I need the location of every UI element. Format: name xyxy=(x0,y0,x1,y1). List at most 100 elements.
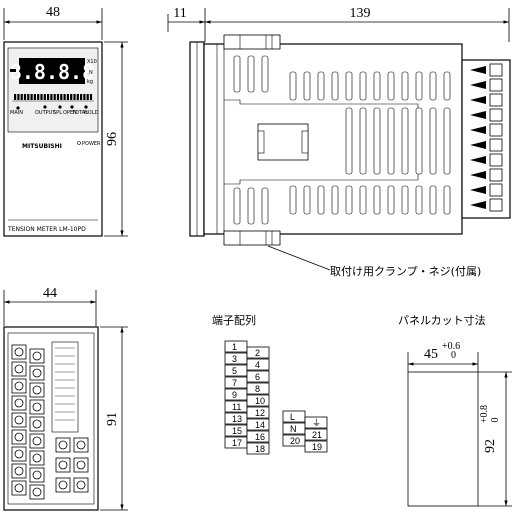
terminal-cell xyxy=(224,340,248,353)
screw-icon xyxy=(58,460,68,470)
vent-slot xyxy=(373,185,381,215)
terminal-screw xyxy=(489,108,503,122)
cutout-height-tol-upper: +0.8 xyxy=(479,405,490,423)
terminal-screw xyxy=(489,168,503,182)
bar-segment xyxy=(86,94,89,100)
cutout-outline xyxy=(407,371,479,507)
cutout-height: 92 xyxy=(483,439,498,453)
vent-slot xyxy=(303,71,311,101)
power-terminal-cell xyxy=(282,410,306,423)
screw-icon xyxy=(76,460,86,470)
terminal-number: 2 xyxy=(255,348,260,358)
terminal-cell xyxy=(246,346,270,359)
vent-slot xyxy=(429,107,437,175)
indicator-spl: SPL xyxy=(53,110,62,116)
bar-segment xyxy=(56,94,60,100)
terminal-number: 4 xyxy=(255,360,260,370)
terminal-screw xyxy=(489,153,503,167)
rear-terminal xyxy=(11,378,27,394)
vent-slot xyxy=(443,185,451,215)
vent-slot xyxy=(345,185,353,215)
terminal-layout: 端子配列 135791113151724681012141618L⏚N21201… xyxy=(212,313,328,455)
screw-icon xyxy=(32,351,42,361)
terminal-cell xyxy=(224,424,248,437)
indicator-main: MAIN xyxy=(10,110,23,116)
bar-segment xyxy=(20,94,23,100)
terminal-screw xyxy=(489,123,503,137)
bar-segment xyxy=(30,94,33,100)
screw-icon xyxy=(14,381,24,391)
rear-width-label: 44 xyxy=(43,286,57,301)
clamp-screw-top xyxy=(223,34,281,50)
rear-terminal xyxy=(29,433,45,449)
screw-icon xyxy=(14,432,24,442)
rear-terminal xyxy=(29,416,45,432)
bar-segment xyxy=(33,94,36,100)
bar-segment xyxy=(80,94,83,100)
vent-slot xyxy=(233,55,241,93)
rear-terminal xyxy=(29,484,45,500)
terminal-arrow xyxy=(470,201,486,209)
terminal-arrow xyxy=(470,141,486,149)
rear-terminal xyxy=(11,446,27,462)
bar-segment xyxy=(23,94,27,100)
screw-icon xyxy=(32,470,42,480)
rear-terminal xyxy=(11,463,27,479)
rear-terminal xyxy=(29,399,45,415)
bar-segment xyxy=(47,94,50,100)
screw-icon xyxy=(14,347,24,357)
vent-slot xyxy=(387,71,395,101)
rear-power-terminal xyxy=(55,477,71,493)
indicator-open: OPEN xyxy=(63,110,77,116)
rear-label-plate xyxy=(51,341,79,433)
terminal-cell xyxy=(224,352,248,365)
terminal-screw xyxy=(489,63,503,77)
total-depth-label: 139 xyxy=(350,6,371,21)
screw-icon xyxy=(58,440,68,450)
power-terminal-label: L xyxy=(290,412,295,422)
terminal-number: 1 xyxy=(232,342,237,352)
vent-slot xyxy=(345,107,353,175)
cutout-width-tol-upper: +0.6 xyxy=(442,341,460,352)
bar-segment xyxy=(60,94,63,100)
bar-segment xyxy=(83,94,86,100)
terminal-number: 8 xyxy=(255,384,260,394)
terminal-number: 6 xyxy=(255,372,260,382)
vent-slot xyxy=(373,71,381,101)
power-terminal-cell xyxy=(282,422,306,435)
bar-segment xyxy=(63,94,66,100)
terminal-cell xyxy=(224,412,248,425)
screw-icon xyxy=(76,440,86,450)
terminal-cell xyxy=(224,388,248,401)
screw-icon xyxy=(14,415,24,425)
screw-icon xyxy=(32,453,42,463)
vent-slot xyxy=(387,185,395,215)
rear-terminal xyxy=(11,361,27,377)
bar-segment xyxy=(73,94,76,100)
ground-icon: ⏚ xyxy=(312,418,321,428)
screw-icon xyxy=(76,480,86,490)
indicator-output: OUTPUT xyxy=(35,110,56,116)
unit-n: N xyxy=(89,70,93,76)
unit-kg: kg xyxy=(87,79,93,85)
screw-icon xyxy=(32,436,42,446)
bar-segment xyxy=(17,94,20,100)
rear-terminal xyxy=(29,450,45,466)
front-height-label: 96 xyxy=(105,132,120,146)
model-label: TENSION METER LM-10PD xyxy=(7,226,86,233)
vent-slot xyxy=(261,55,269,93)
screw-icon xyxy=(32,487,42,497)
screw-icon xyxy=(32,419,42,429)
rear-power-terminal xyxy=(55,437,71,453)
screw-icon xyxy=(32,402,42,412)
terminal-arrow xyxy=(470,186,486,194)
rear-power-terminal xyxy=(73,477,89,493)
terminal-cell xyxy=(246,442,270,455)
vent-slot xyxy=(401,71,409,101)
power-terminal-cell xyxy=(304,428,328,441)
terminal-arrow xyxy=(470,156,486,164)
terminal-cell xyxy=(246,406,270,419)
screw-icon xyxy=(14,364,24,374)
vent-slot xyxy=(415,185,423,215)
